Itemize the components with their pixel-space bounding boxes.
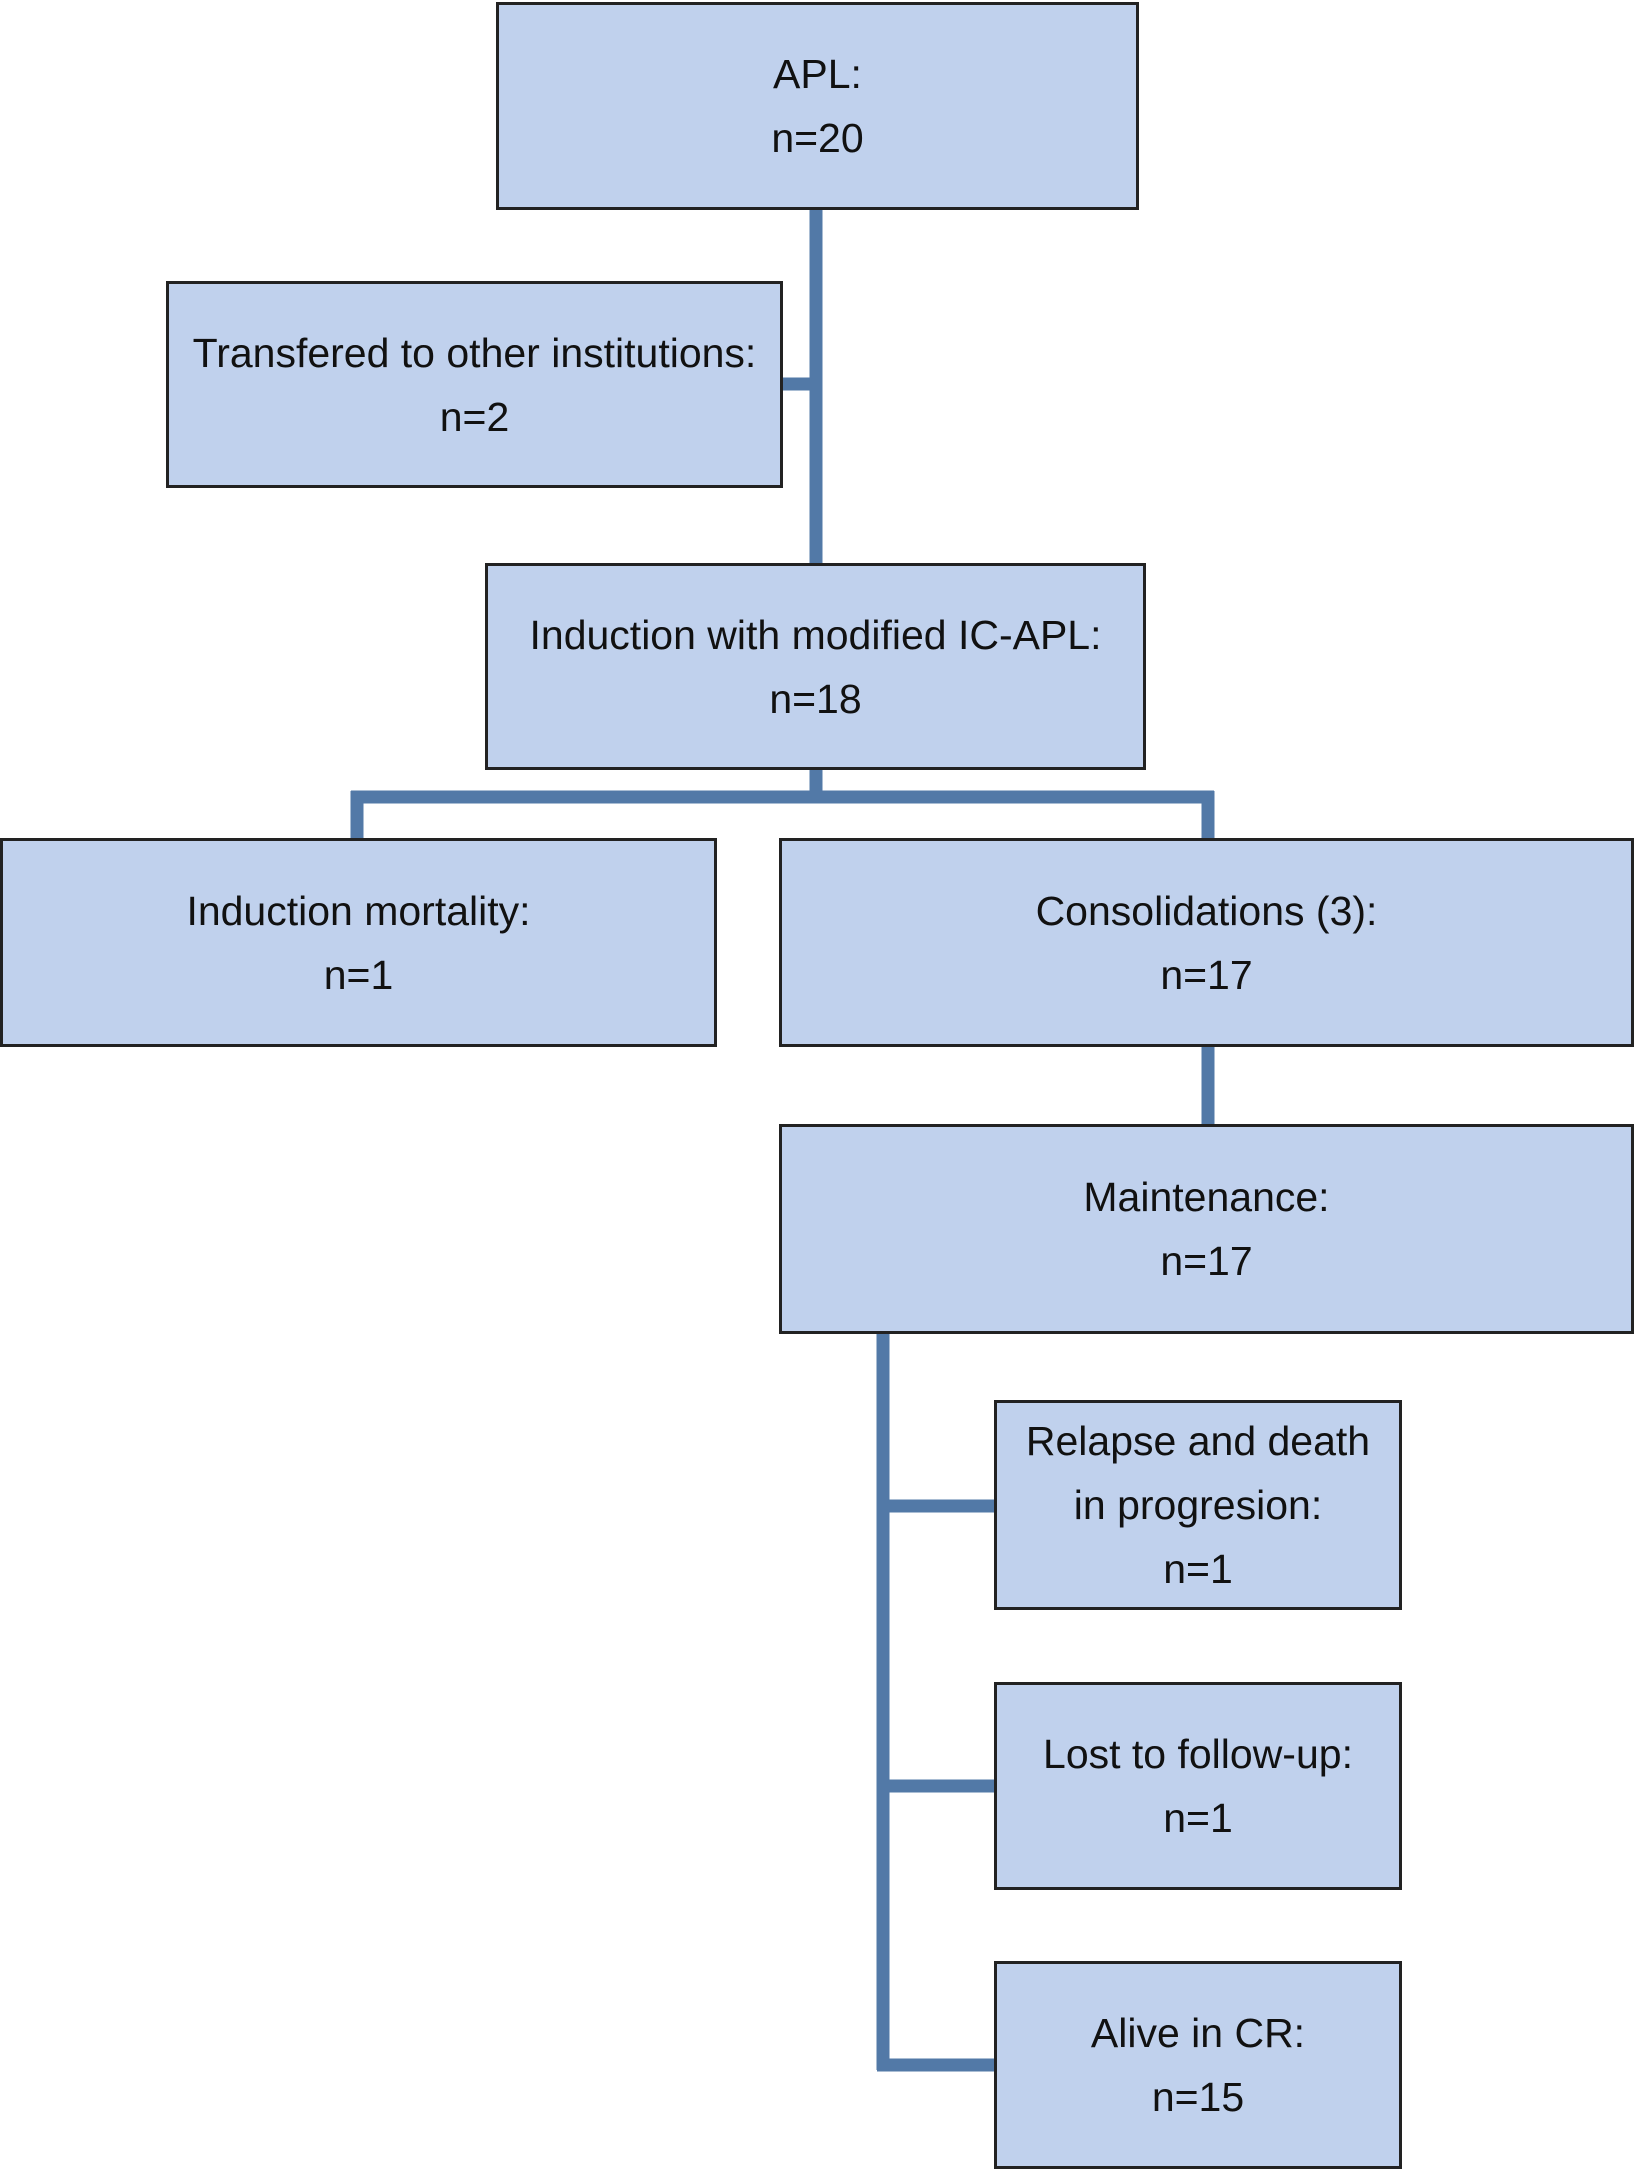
node-maintenance-count: n=17 — [1160, 1238, 1253, 1284]
node-induction-mortality: Induction mortality: n=1 — [0, 838, 717, 1047]
node-transferred: Transfered to other institutions: n=2 — [166, 281, 783, 488]
node-consolidations: Consolidations (3): n=17 — [779, 838, 1634, 1047]
node-lost-followup-label: Lost to follow-up: — [1043, 1731, 1353, 1777]
node-relapse-death-count: n=1 — [1163, 1546, 1233, 1592]
node-induction-label: Induction with modified IC-APL: — [529, 611, 1102, 658]
node-alive-cr-count: n=15 — [1151, 2074, 1245, 2120]
node-relapse-death-label-line1: Relapse and death — [1025, 1418, 1371, 1464]
node-consolidations-label: Consolidations (3): — [1035, 887, 1378, 934]
node-alive-cr: Alive in CR: n=15 — [994, 1961, 1402, 2169]
node-induction-count: n=18 — [769, 675, 862, 722]
node-relapse-death-label-line2: in progresion: — [1073, 1482, 1323, 1528]
node-lost-followup-count: n=1 — [1163, 1795, 1233, 1841]
node-transferred-label: Transfered to other institutions: — [192, 329, 757, 376]
node-transferred-count: n=2 — [439, 393, 510, 440]
node-apl-label: APL: — [773, 51, 862, 97]
node-maintenance: Maintenance: n=17 — [779, 1124, 1634, 1334]
node-lost-followup: Lost to follow-up: n=1 — [994, 1682, 1402, 1890]
node-induction-mortality-label: Induction mortality: — [186, 887, 531, 934]
node-consolidations-count: n=17 — [1160, 951, 1253, 998]
node-maintenance-label: Maintenance: — [1083, 1174, 1330, 1220]
node-apl-count: n=20 — [771, 115, 864, 161]
node-induction: Induction with modified IC-APL: n=18 — [485, 563, 1146, 770]
node-relapse-death: Relapse and death in progresion: n=1 — [994, 1400, 1402, 1610]
node-alive-cr-label: Alive in CR: — [1090, 2010, 1306, 2056]
node-apl: APL: n=20 — [496, 2, 1139, 210]
node-induction-mortality-count: n=1 — [323, 951, 394, 998]
